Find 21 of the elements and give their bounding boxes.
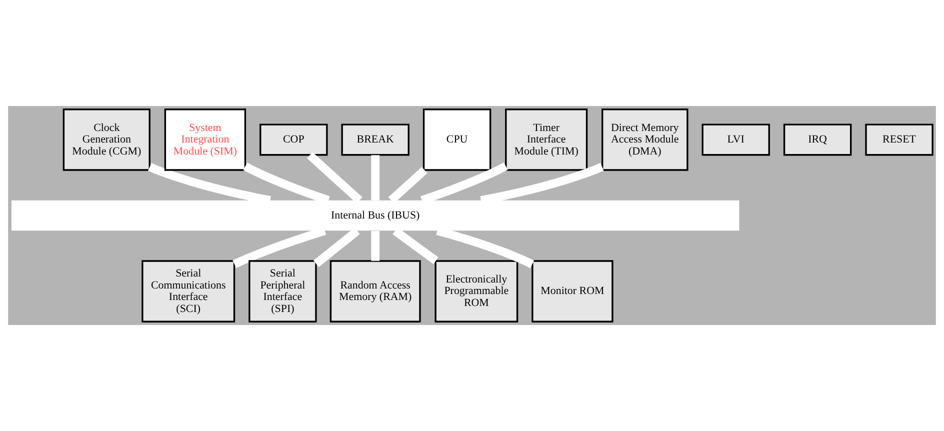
node-box: Direct Memory Access Module (DMA) — [602, 108, 688, 171]
node-box: Serial Communications Interface (SCI) — [142, 260, 236, 322]
node-box: Random Access Memory (RAM) — [330, 260, 421, 322]
connector — [306, 152, 362, 204]
connector — [371, 155, 380, 200]
node-box: COP — [260, 124, 328, 156]
node-box: Timer Interface Module (TIM) — [505, 108, 588, 171]
node-box: LVI — [702, 124, 770, 156]
connector — [388, 166, 428, 204]
node-box: Clock Generation Module (CGM) — [62, 108, 150, 171]
connector — [371, 231, 380, 261]
node-box: Electronically Programmable ROM — [434, 260, 518, 322]
node-box: Internal Bus (IBUS) — [11, 200, 740, 231]
node-box: System Integration Module (SIM) — [164, 108, 246, 171]
node-box: Monitor ROM — [532, 260, 614, 322]
node-box: RESET — [865, 124, 934, 156]
node-box: CPU — [422, 108, 492, 171]
node-box: IRQ — [783, 124, 852, 156]
node-box: Serial Peripheral Interface (SPI) — [248, 260, 317, 322]
node-box: BREAK — [341, 124, 410, 156]
connector — [313, 228, 360, 268]
